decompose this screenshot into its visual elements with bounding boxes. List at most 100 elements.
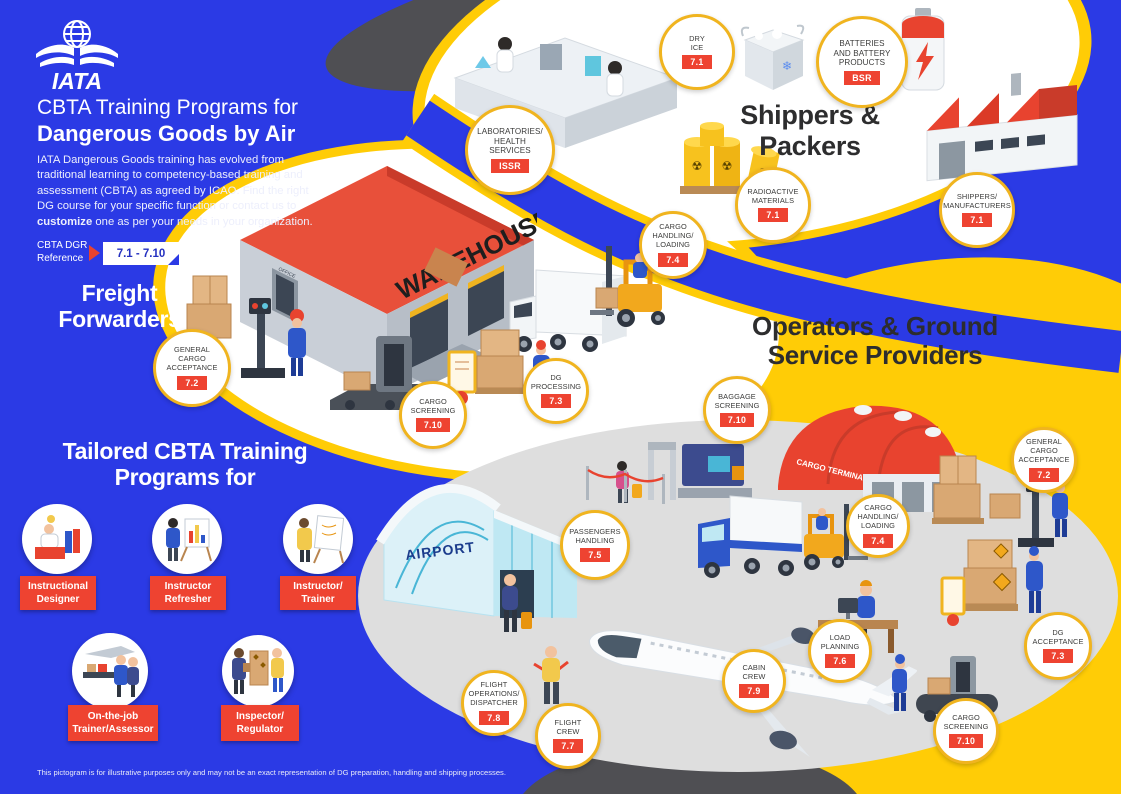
badge-code: 7.8 xyxy=(479,710,509,725)
reference-arrow-icon xyxy=(89,245,100,261)
intro-paragraph: IATA Dangerous Goods training has evolve… xyxy=(37,154,313,228)
badge-code: 7.6 xyxy=(825,654,855,669)
role-onthejob-trainer xyxy=(72,633,148,709)
battery-illustration xyxy=(901,8,945,91)
marshaller-figure xyxy=(533,646,569,704)
iata-logo-text: IATA xyxy=(52,68,102,92)
role-label-inspector-regulator: Inspector/ Regulator xyxy=(221,705,299,741)
white-truck xyxy=(509,269,627,352)
dg-acceptance-pallet xyxy=(940,539,1043,626)
page-title-line2: Dangerous Goods by Air xyxy=(37,121,296,146)
badge-flight-crew: FLIGHT CREW 7.7 xyxy=(535,703,601,769)
acceptance-stacks-right xyxy=(932,455,1068,547)
badge-load-planning: LOAD PLANNING 7.6 xyxy=(808,619,872,683)
badge-code: 7.2 xyxy=(1029,467,1059,482)
badge-code: 7.1 xyxy=(962,213,992,228)
badge-code: 7.2 xyxy=(177,375,207,390)
badge-cabin-crew: CABIN CREW 7.9 xyxy=(722,649,786,713)
badge-cargo-handling-right: CARGO HANDLING/ LOADING 7.4 xyxy=(846,494,910,558)
role-instructor-refresher xyxy=(152,504,222,574)
instructor-refresher-illustration xyxy=(166,518,212,562)
badge-label: CARGO SCREENING xyxy=(943,712,989,731)
badge-label: LABORATORIES/ HEALTH SERVICES xyxy=(477,126,543,156)
badge-label: FLIGHT CREW xyxy=(554,717,582,736)
badge-code: 7.5 xyxy=(580,548,610,563)
badge-general-cargo-acceptance-right: GENERAL CARGO ACCEPTANCE 7.2 xyxy=(1011,427,1077,493)
badge-code: 7.1 xyxy=(758,208,788,223)
badge-label: FLIGHT OPERATIONS/ DISPATCHER xyxy=(468,680,520,707)
badge-label: DRY ICE xyxy=(689,33,705,52)
badge-code: 7.10 xyxy=(719,413,755,428)
badge-code: 7.3 xyxy=(1043,649,1073,664)
instructor-trainer-illustration xyxy=(297,515,344,564)
badge-label: RADIOACTIVE MATERIALS xyxy=(747,186,799,205)
badge-label: BAGGAGE SCREENING xyxy=(714,391,760,410)
lightning-icon xyxy=(916,42,934,80)
disclaimer-text: This pictogram is for illustrative purpo… xyxy=(37,768,506,777)
badge-dg-processing: DG PROCESSING 7.3 xyxy=(523,358,589,424)
badge-label: LOAD PLANNING xyxy=(820,632,860,651)
badge-code: ISSR xyxy=(491,159,529,174)
blue-truck xyxy=(698,495,803,578)
page-title-line1: CBTA Training Programs for xyxy=(37,96,299,119)
radiation-icon: ☢ xyxy=(692,159,703,173)
snowflake-icon: ❄ xyxy=(782,59,792,73)
badge-code: 7.3 xyxy=(541,394,571,409)
factory-illustration xyxy=(926,72,1078,182)
passenger-with-suitcase xyxy=(502,574,532,632)
badge-baggage-screening: BAGGAGE SCREENING 7.10 xyxy=(703,376,771,444)
reference-value-box: 7.1 - 7.10 xyxy=(103,242,179,265)
badge-code: 7.4 xyxy=(658,252,688,267)
role-instructor-trainer xyxy=(283,504,353,574)
badge-batteries: BATTERIES AND BATTERY PRODUCTS BSR xyxy=(816,16,908,108)
warehouse-building: WAREHOUSE OFFICE xyxy=(240,166,537,396)
badge-passengers-handling: PASSENGERS HANDLING 7.5 xyxy=(560,510,630,580)
badge-label: CARGO SCREENING xyxy=(410,396,456,415)
heading-tailored-programs: Tailored CBTA Training Programs for xyxy=(62,438,308,490)
folded-corner-icon xyxy=(168,254,179,265)
heading-shippers-packers: Shippers & Packers xyxy=(740,100,880,161)
badge-code: 7.4 xyxy=(863,533,893,548)
badge-cargo-screening-left: CARGO SCREENING 7.10 xyxy=(399,381,467,449)
badge-cargo-screening-bottom: CARGO SCREENING 7.10 xyxy=(933,698,999,764)
badge-flight-operations-dispatcher: FLIGHT OPERATIONS/ DISPATCHER 7.8 xyxy=(461,670,527,736)
role-label-instructor-refresher: Instructor Refresher xyxy=(150,576,226,610)
heading-operators-ground: Operators & Ground Service Providers xyxy=(752,311,998,371)
security-screening-scene xyxy=(616,442,752,503)
badge-shippers-manufacturers: SHIPPERS/ MANUFACTURERS 7.1 xyxy=(939,172,1015,248)
badge-laboratories-health: LABORATORIES/ HEALTH SERVICES ISSR xyxy=(465,105,555,195)
reference-label: CBTA DGR Reference xyxy=(37,240,88,264)
instructional-designer-illustration xyxy=(35,515,80,559)
role-label-instructional-designer: Instructional Designer xyxy=(20,576,96,610)
dry-ice-coolbox: ❄ xyxy=(740,24,805,90)
airport-terminal: AIRPORT xyxy=(376,483,577,618)
badge-code: 7.1 xyxy=(682,55,712,70)
badge-dry-ice: DRY ICE 7.1 xyxy=(659,14,735,90)
badge-label: GENERAL CARGO ACCEPTANCE xyxy=(166,345,218,372)
badge-label: GENERAL CARGO ACCEPTANCE xyxy=(1018,437,1070,464)
badge-label: SHIPPERS/ MANUFACTURERS xyxy=(943,191,1011,210)
badge-label: DG ACCEPTANCE xyxy=(1032,627,1084,646)
badge-label: PASSENGERS HANDLING xyxy=(569,526,621,545)
role-label-instructor-trainer: Instructor/ Trainer xyxy=(280,576,356,610)
queue-barrier xyxy=(586,466,665,504)
badge-dg-acceptance: DG ACCEPTANCE 7.3 xyxy=(1024,612,1092,680)
badge-code: 7.7 xyxy=(553,739,583,754)
heading-freight-forwarders: Freight Forwarders xyxy=(58,280,181,332)
role-inspector-regulator xyxy=(222,635,294,707)
radiation-icon: ☢ xyxy=(722,159,733,173)
onthejob-trainer-illustration xyxy=(83,646,139,697)
badge-label: DG PROCESSING xyxy=(530,372,582,391)
iata-logo: IATA xyxy=(36,20,118,92)
badge-label: CARGO HANDLING/ LOADING xyxy=(857,503,899,530)
badge-radioactive-materials: RADIOACTIVE MATERIALS 7.1 xyxy=(735,167,811,243)
badge-code: BSR xyxy=(844,71,880,86)
role-label-onthejob-trainer: On-the-job Trainer/Assessor xyxy=(68,705,158,741)
inspector-regulator-illustration xyxy=(232,648,284,694)
badge-label: CABIN CREW xyxy=(742,662,766,681)
role-instructional-designer xyxy=(22,504,92,574)
badge-general-cargo-acceptance-left: GENERAL CARGO ACCEPTANCE 7.2 xyxy=(153,329,231,407)
badge-label: BATTERIES AND BATTERY PRODUCTS xyxy=(833,38,891,68)
forklift-warehouse xyxy=(590,246,665,327)
